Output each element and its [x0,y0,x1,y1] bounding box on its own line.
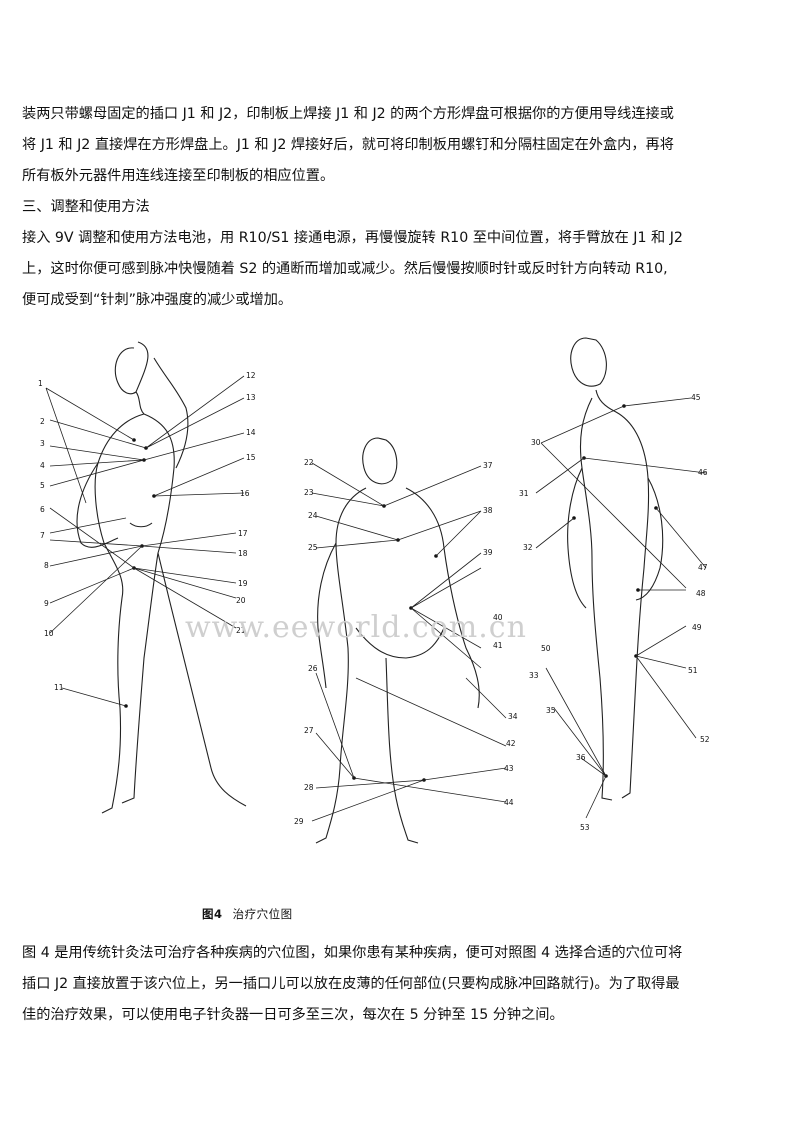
point-label: 37 [483,461,493,470]
point-label: 46 [698,468,708,477]
point-label: 48 [696,589,706,598]
paragraph-assembly: 装两只带螺母固定的插口 J1 和 J2，印制板上焊接 J1 和 J2 的两个方形… [22,99,742,192]
text-line: 佳的治疗效果，可以使用电子针灸器一日可多至三次，每次在 5 分钟至 15 分钟之… [22,1007,564,1023]
caption-text: 治疗穴位图 [232,907,293,921]
point-label: 5 [40,481,45,490]
point-label: 42 [506,739,516,748]
point-label: 17 [238,529,248,538]
watermark: www.eeworld.com.cn [185,610,527,645]
point-label: 53 [580,823,590,832]
point-label: 19 [238,579,248,588]
caption-number: 图4 [202,907,223,921]
paragraph-figure-description: 图 4 是用传统针灸法可治疗各种疾病的穴位图，如果你患有某种疾病，便可对照图 4… [22,938,742,1031]
point-label: 21 [236,626,246,635]
text-line: 图 4 是用传统针灸法可治疗各种疾病的穴位图，如果你患有某种疾病，便可对照图 4… [22,945,683,961]
point-label: 44 [504,798,514,807]
point-label: 3 [40,439,45,448]
point-label: 31 [519,489,529,498]
point-labels: 1 2 3 4 5 6 7 8 9 10 11 12 13 14 15 16 1… [38,371,710,832]
point-label: 10 [44,629,54,638]
point-label: 51 [688,666,698,675]
leader-lines [45,375,707,822]
point-label: 15 [246,453,256,462]
point-label: 34 [508,712,518,721]
point-label: 16 [240,489,250,498]
point-label: 35 [546,706,556,715]
point-label: 9 [44,599,49,608]
section-heading: 三、调整和使用方法 [22,199,150,215]
point-label: 38 [483,506,493,515]
point-label: 33 [529,671,539,680]
point-label: 52 [700,735,710,744]
point-label: 18 [238,549,248,558]
text-line: 所有板外元器件用连线连接至印制板的相应位置。 [22,168,335,184]
point-label: 28 [304,783,314,792]
point-label: 20 [236,596,246,605]
point-label: 23 [304,488,314,497]
point-label: 4 [40,461,45,470]
point-label: 29 [294,817,304,826]
point-label: 1 [38,379,43,388]
point-label: 11 [54,683,64,692]
text-line: 插口 J2 直接放置于该穴位上，另一插口儿可以放在皮薄的任何部位(只要构成脉冲回… [22,976,680,992]
point-label: 22 [304,458,314,467]
point-label: 13 [246,393,256,402]
paragraph-usage: 接入 9V 调整和使用方法电池，用 R10/S1 接通电源，再慢慢旋转 R10 … [22,223,742,316]
point-label: 25 [308,543,318,552]
point-label: 30 [531,438,541,447]
point-label: 7 [40,531,45,540]
point-label: 45 [691,393,701,402]
point-label: 40 [493,613,503,622]
point-label: 14 [246,428,256,437]
point-label: 41 [493,641,503,650]
point-label: 50 [541,644,551,653]
figure-caption: 图4 治疗穴位图 [202,906,293,922]
point-label: 8 [44,561,49,570]
text-line: 便可成受到“针刺”脉冲强度的减少或增加。 [22,292,293,308]
point-label: 43 [504,764,514,773]
point-label: 6 [40,505,45,514]
acupoint-figure: 1 2 3 4 5 6 7 8 9 10 11 12 13 14 15 16 1… [26,328,761,928]
point-label: 36 [576,753,586,762]
text-line: 将 J1 和 J2 直接焊在方形焊盘上。J1 和 J2 焊接好后，就可将印制板用… [22,137,674,153]
point-label: 27 [304,726,314,735]
point-label: 24 [308,511,318,520]
point-label: 49 [692,623,702,632]
point-label: 26 [308,664,318,673]
body-outlines [76,337,664,844]
text-line: 上，这时你便可感到脉冲快慢随着 S2 的通断而增加或减少。然后慢慢按顺时针或反时… [22,261,668,277]
point-label: 12 [246,371,256,380]
point-label: 47 [698,563,708,572]
point-label: 2 [40,417,45,426]
point-label: 32 [523,543,533,552]
acupoint-diagram: 1 2 3 4 5 6 7 8 9 10 11 12 13 14 15 16 1… [38,337,710,844]
text-line: 装两只带螺母固定的插口 J1 和 J2，印制板上焊接 J1 和 J2 的两个方形… [22,106,674,122]
point-label: 39 [483,548,493,557]
text-line: 接入 9V 调整和使用方法电池，用 R10/S1 接通电源，再慢慢旋转 R10 … [22,230,683,246]
